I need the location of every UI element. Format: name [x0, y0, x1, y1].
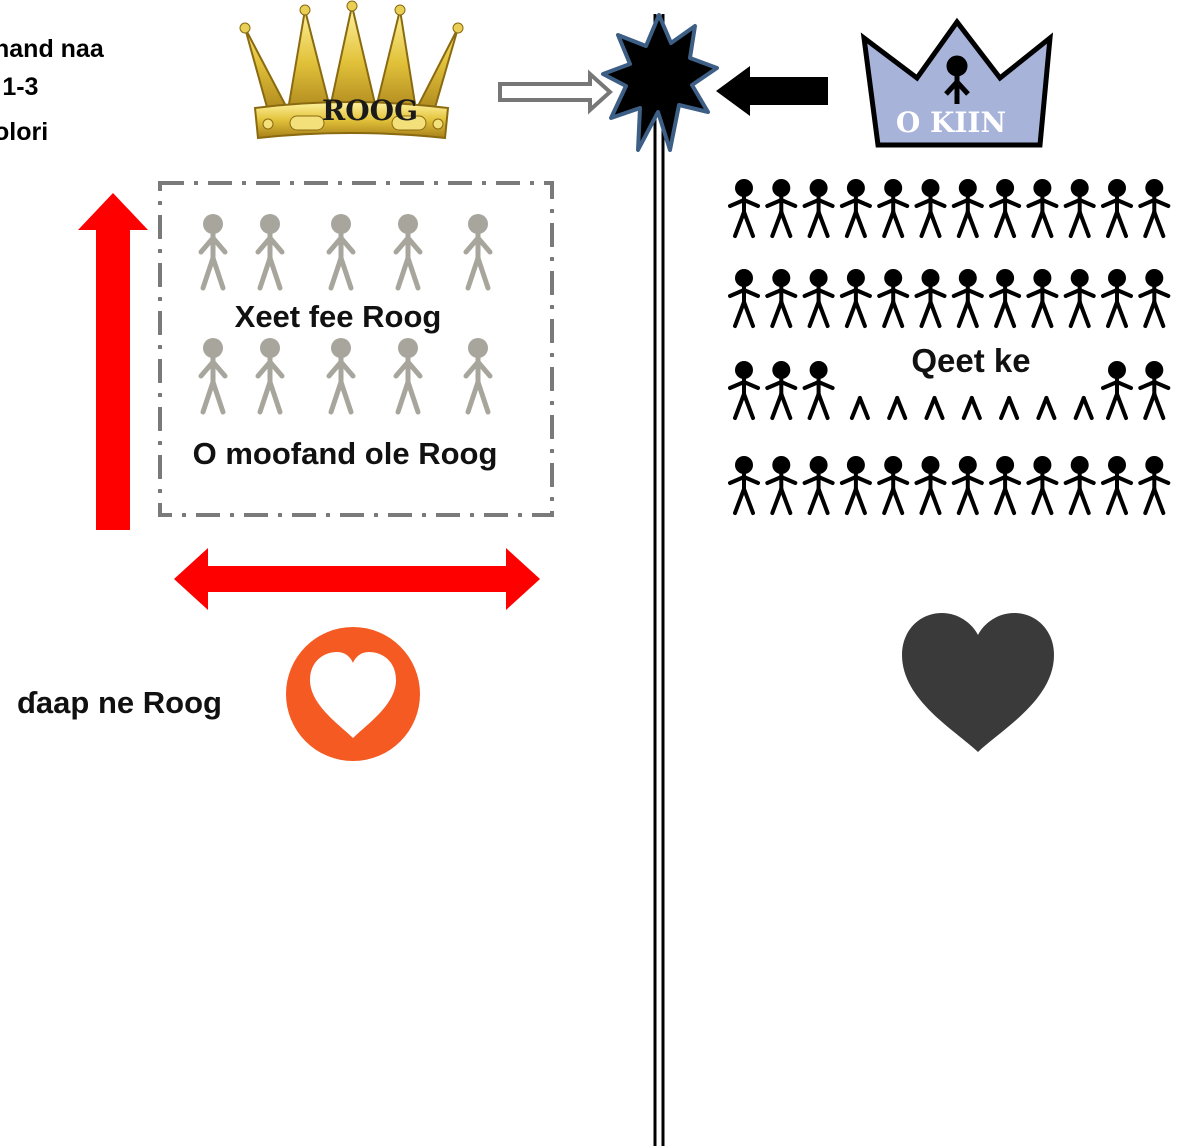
dashed-group-box — [158, 181, 554, 517]
stick-figure-icon — [1101, 361, 1133, 420]
stick-figure-icon — [802, 456, 835, 515]
stick-figure-icon — [393, 214, 423, 291]
stick-figure-icon — [989, 456, 1022, 515]
stick-figure-icon — [877, 179, 910, 238]
stick-figure-icon — [463, 214, 493, 291]
stick-figure-icon — [802, 361, 835, 420]
stick-figure-icon — [765, 456, 798, 515]
stick-figure-icon — [1026, 179, 1059, 238]
stick-figure-icon — [326, 214, 356, 291]
stick-figure-legs — [961, 396, 982, 420]
stick-figure-icon — [765, 361, 798, 420]
stick-figure-legs — [849, 396, 870, 420]
gold-crown-label: ROOG — [322, 94, 418, 127]
group-bottom-label: O moofand ole Roog — [193, 436, 498, 471]
stick-figure-icon — [802, 269, 835, 328]
love-label: ɗaap ne Roog — [17, 685, 222, 720]
stick-figure-icon — [1138, 361, 1171, 420]
stick-figure-icon — [877, 269, 910, 328]
stick-figure-icon — [765, 269, 798, 328]
stick-figure-icon — [1063, 179, 1096, 238]
stick-figure-icon — [1063, 456, 1096, 515]
orange-heart-badge — [286, 627, 420, 761]
stick-figure-icon — [802, 179, 835, 238]
stick-figure-icon — [914, 456, 947, 515]
grey-figures-group — [198, 214, 493, 415]
stick-figure-icon — [326, 338, 356, 415]
blue-crown-icon — [860, 17, 1054, 148]
stick-figure-icon — [951, 179, 984, 238]
black-crowd-group — [728, 179, 1171, 515]
black-arrow-left — [716, 66, 828, 116]
red-double-arrow — [174, 548, 540, 610]
stick-figure-icon — [914, 179, 947, 238]
hollow-arrow-right — [498, 69, 613, 115]
stick-figure-icon — [463, 338, 493, 415]
stick-figure-icon — [728, 179, 760, 238]
corner-text-line2: :1-3 — [0, 73, 38, 101]
stick-figure-icon — [728, 456, 760, 515]
stick-figure-icon — [198, 214, 228, 291]
heart-icon — [902, 613, 1054, 752]
stick-figure-legs — [999, 396, 1020, 420]
stick-figure-icon — [1026, 269, 1059, 328]
gold-crown-icon — [239, 0, 464, 140]
stick-figure-icon — [728, 361, 760, 420]
stick-figure-icon — [1138, 179, 1171, 238]
corner-text-line3: olori — [0, 118, 48, 146]
stick-figure-icon — [839, 456, 872, 515]
stick-figure-icon — [765, 179, 798, 238]
stick-figure-legs — [1073, 396, 1094, 420]
stick-figure-icon — [1138, 456, 1171, 515]
stick-figure-icon — [1063, 269, 1096, 328]
stick-figure-icon — [877, 456, 910, 515]
stick-figure-icon — [255, 338, 285, 415]
stick-figure-icon — [951, 269, 984, 328]
stick-figure-icon — [951, 456, 984, 515]
collision-burst-icon — [601, 13, 719, 152]
stick-figure-icon — [839, 179, 872, 238]
stick-figure-legs — [887, 396, 908, 420]
stick-figure-icon — [1101, 269, 1133, 328]
stick-figure-icon — [1026, 456, 1059, 515]
stick-figure-icon — [839, 269, 872, 328]
stick-figure-icon — [1101, 456, 1133, 515]
corner-text-line1: hand naa — [0, 35, 105, 63]
center-divider — [653, 14, 665, 1146]
stick-figure-icon — [914, 269, 947, 328]
crowd-label: Qeet ke — [911, 342, 1030, 379]
stick-figure-icon — [393, 338, 423, 415]
blue-crown-label: O KIIN — [896, 106, 1006, 139]
stick-figure-icon — [255, 214, 285, 291]
heart-icon — [310, 652, 396, 738]
group-top-label: Xeet fee Roog — [235, 299, 442, 334]
stick-figure-icon — [1101, 179, 1133, 238]
stick-figure-legs — [924, 396, 945, 420]
stick-figure-icon — [989, 269, 1022, 328]
stick-figure-icon — [728, 269, 760, 328]
stick-figure-icon — [989, 179, 1022, 238]
stick-figure-icon — [1138, 269, 1171, 328]
stick-figure-icon — [198, 338, 228, 415]
stick-figure-legs — [1036, 396, 1057, 420]
red-up-arrow — [78, 193, 148, 530]
